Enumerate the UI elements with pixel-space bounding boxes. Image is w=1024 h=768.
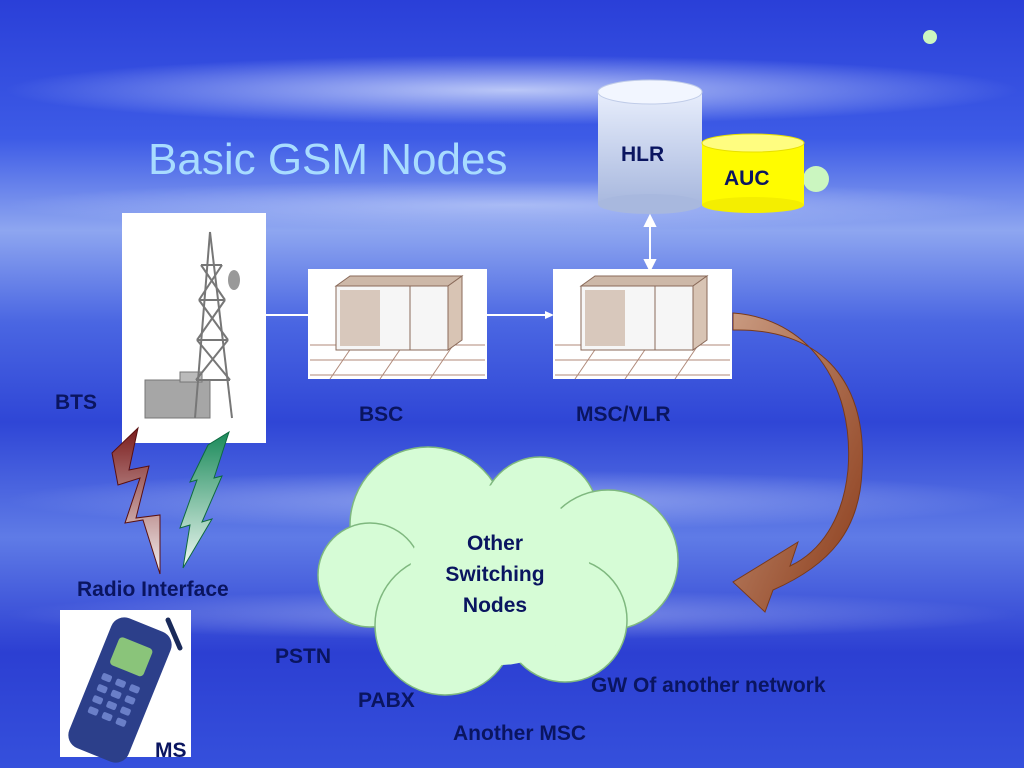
hlr-msc-link-arrow bbox=[643, 213, 657, 273]
auc-database bbox=[701, 133, 805, 213]
bsc-msc-link-arrow bbox=[487, 311, 554, 319]
bsc-equipment-image bbox=[308, 269, 487, 380]
ms-label: MS bbox=[155, 739, 187, 762]
msc-to-network-curved-arrow bbox=[732, 312, 863, 613]
bullet-dot bbox=[923, 30, 937, 44]
bts-tower-image bbox=[122, 213, 266, 443]
gw-another-network-label: GW Of another network bbox=[591, 674, 826, 697]
hlr-database bbox=[597, 79, 703, 214]
msc-vlr-label: MSC/VLR bbox=[576, 403, 671, 426]
auc-label: AUC bbox=[724, 167, 770, 190]
pstn-label: PSTN bbox=[275, 645, 332, 668]
another-msc-label: Another MSC bbox=[453, 722, 586, 745]
pabx-label: PABX bbox=[358, 689, 415, 712]
msc-equipment-image bbox=[553, 269, 732, 380]
bullet-dot bbox=[803, 166, 829, 192]
radio-interface-label: Radio Interface bbox=[77, 578, 229, 601]
slide-title: Basic GSM Nodes bbox=[148, 135, 508, 184]
cloud-label-line: Other bbox=[466, 532, 523, 555]
mobile-station-phone-image bbox=[60, 610, 191, 763]
cloud-label: Other Switching Nodes bbox=[420, 528, 570, 621]
radio-link-bolt-downlink bbox=[179, 430, 230, 569]
other-switching-nodes-cloud bbox=[317, 446, 679, 696]
radio-link-bolt-uplink bbox=[111, 426, 161, 575]
cloud-label-line: Nodes bbox=[462, 594, 528, 617]
cloud-label-line: Switching bbox=[445, 563, 545, 586]
bsc-label: BSC bbox=[359, 403, 404, 426]
hlr-label: HLR bbox=[621, 143, 665, 166]
background-streak bbox=[0, 55, 1024, 125]
bts-label: BTS bbox=[55, 391, 97, 414]
